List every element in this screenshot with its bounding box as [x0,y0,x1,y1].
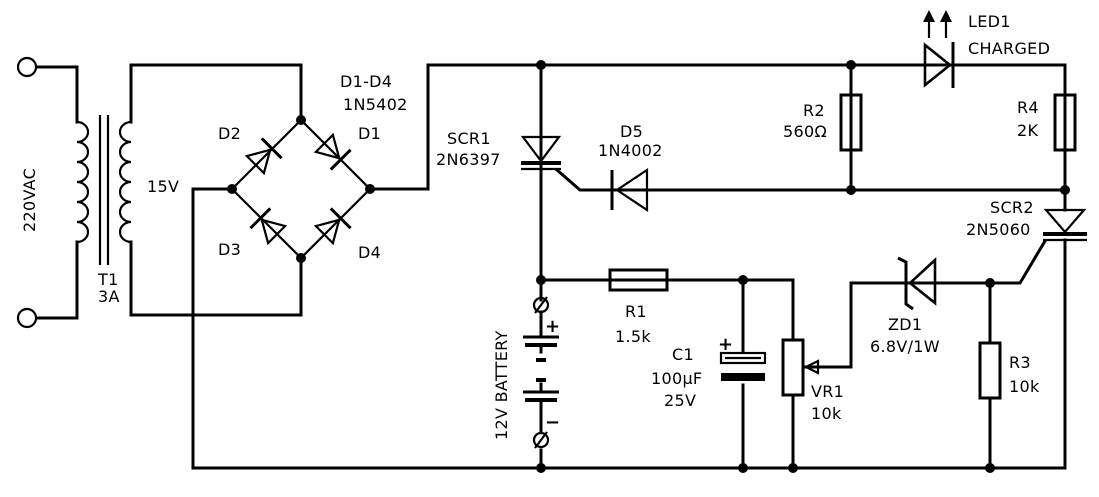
zd1-value-label: 6.8V/1W [870,337,940,356]
bridge-rectifier [231,118,372,260]
resistor-r1 [608,268,669,292]
t1-rating-label: 3A [98,287,120,306]
scr2-name-label: SCR2 [990,198,1034,217]
d3-label: D3 [218,240,241,259]
c1-value-label: 100μF [651,369,702,388]
zener-zd1 [897,256,937,311]
bridge-part-label: 1N5402 [343,95,408,114]
t1-name-label: T1 [97,270,119,289]
c1-voltage-label: 25V [664,391,696,410]
wires [36,63,1067,470]
scr1 [520,135,562,171]
r3-value-label: 10k [1009,377,1040,396]
scr2 [1043,208,1087,242]
transformer-t1 [76,115,132,265]
secondary-voltage-label: 15V [147,177,179,196]
vr1-name-label: VR1 [811,382,844,401]
r4-value-label: 2K [1017,121,1038,140]
d2-label: D2 [218,124,241,143]
battery-label: 12V BATTERY [492,330,511,440]
d4-label: D4 [358,243,381,262]
resistor-r4 [1053,93,1077,152]
potentiometer-vr1 [781,338,820,397]
bridge-names-label: D1-D4 [340,72,392,91]
d5-name-label: D5 [620,122,643,141]
r1-name-label: R1 [625,302,647,321]
led1-note-label: CHARGED [968,39,1050,58]
r2-value-label: 560Ω [783,122,827,141]
c1-plus-sign: + [718,334,733,355]
junctions [227,60,1070,473]
r3-name-label: R3 [1009,353,1031,372]
scr2-part-label: 2N5060 [966,220,1031,239]
vr1-value-label: 10k [811,404,842,423]
input-voltage-label: 220VAC [20,168,39,232]
scr1-part-label: 2N6397 [436,150,501,169]
led1-name-label: LED1 [968,12,1011,31]
diode-d5 [610,167,649,213]
led1 [923,10,955,88]
zd1-name-label: ZD1 [888,315,922,334]
battery: + − [523,296,560,449]
battery-minus-sign: − [545,412,560,433]
scr1-name-label: SCR1 [447,129,491,148]
r2-name-label: R2 [803,101,825,120]
d5-part-label: 1N4002 [598,141,663,160]
d1-label: D1 [358,124,381,143]
r4-name-label: R4 [1017,98,1039,117]
labels: 220VAC T1 3A 15V D1-D4 1N5402 D2 D1 D3 D… [20,12,1050,440]
battery-plus-sign: + [545,316,560,337]
c1-name-label: C1 [672,345,694,364]
r1-value-label: 1.5k [615,327,651,346]
resistor-r3 [978,341,1002,400]
capacitor-c1: + [718,334,767,381]
input-terminals [16,56,38,329]
resistor-r2 [839,93,863,152]
